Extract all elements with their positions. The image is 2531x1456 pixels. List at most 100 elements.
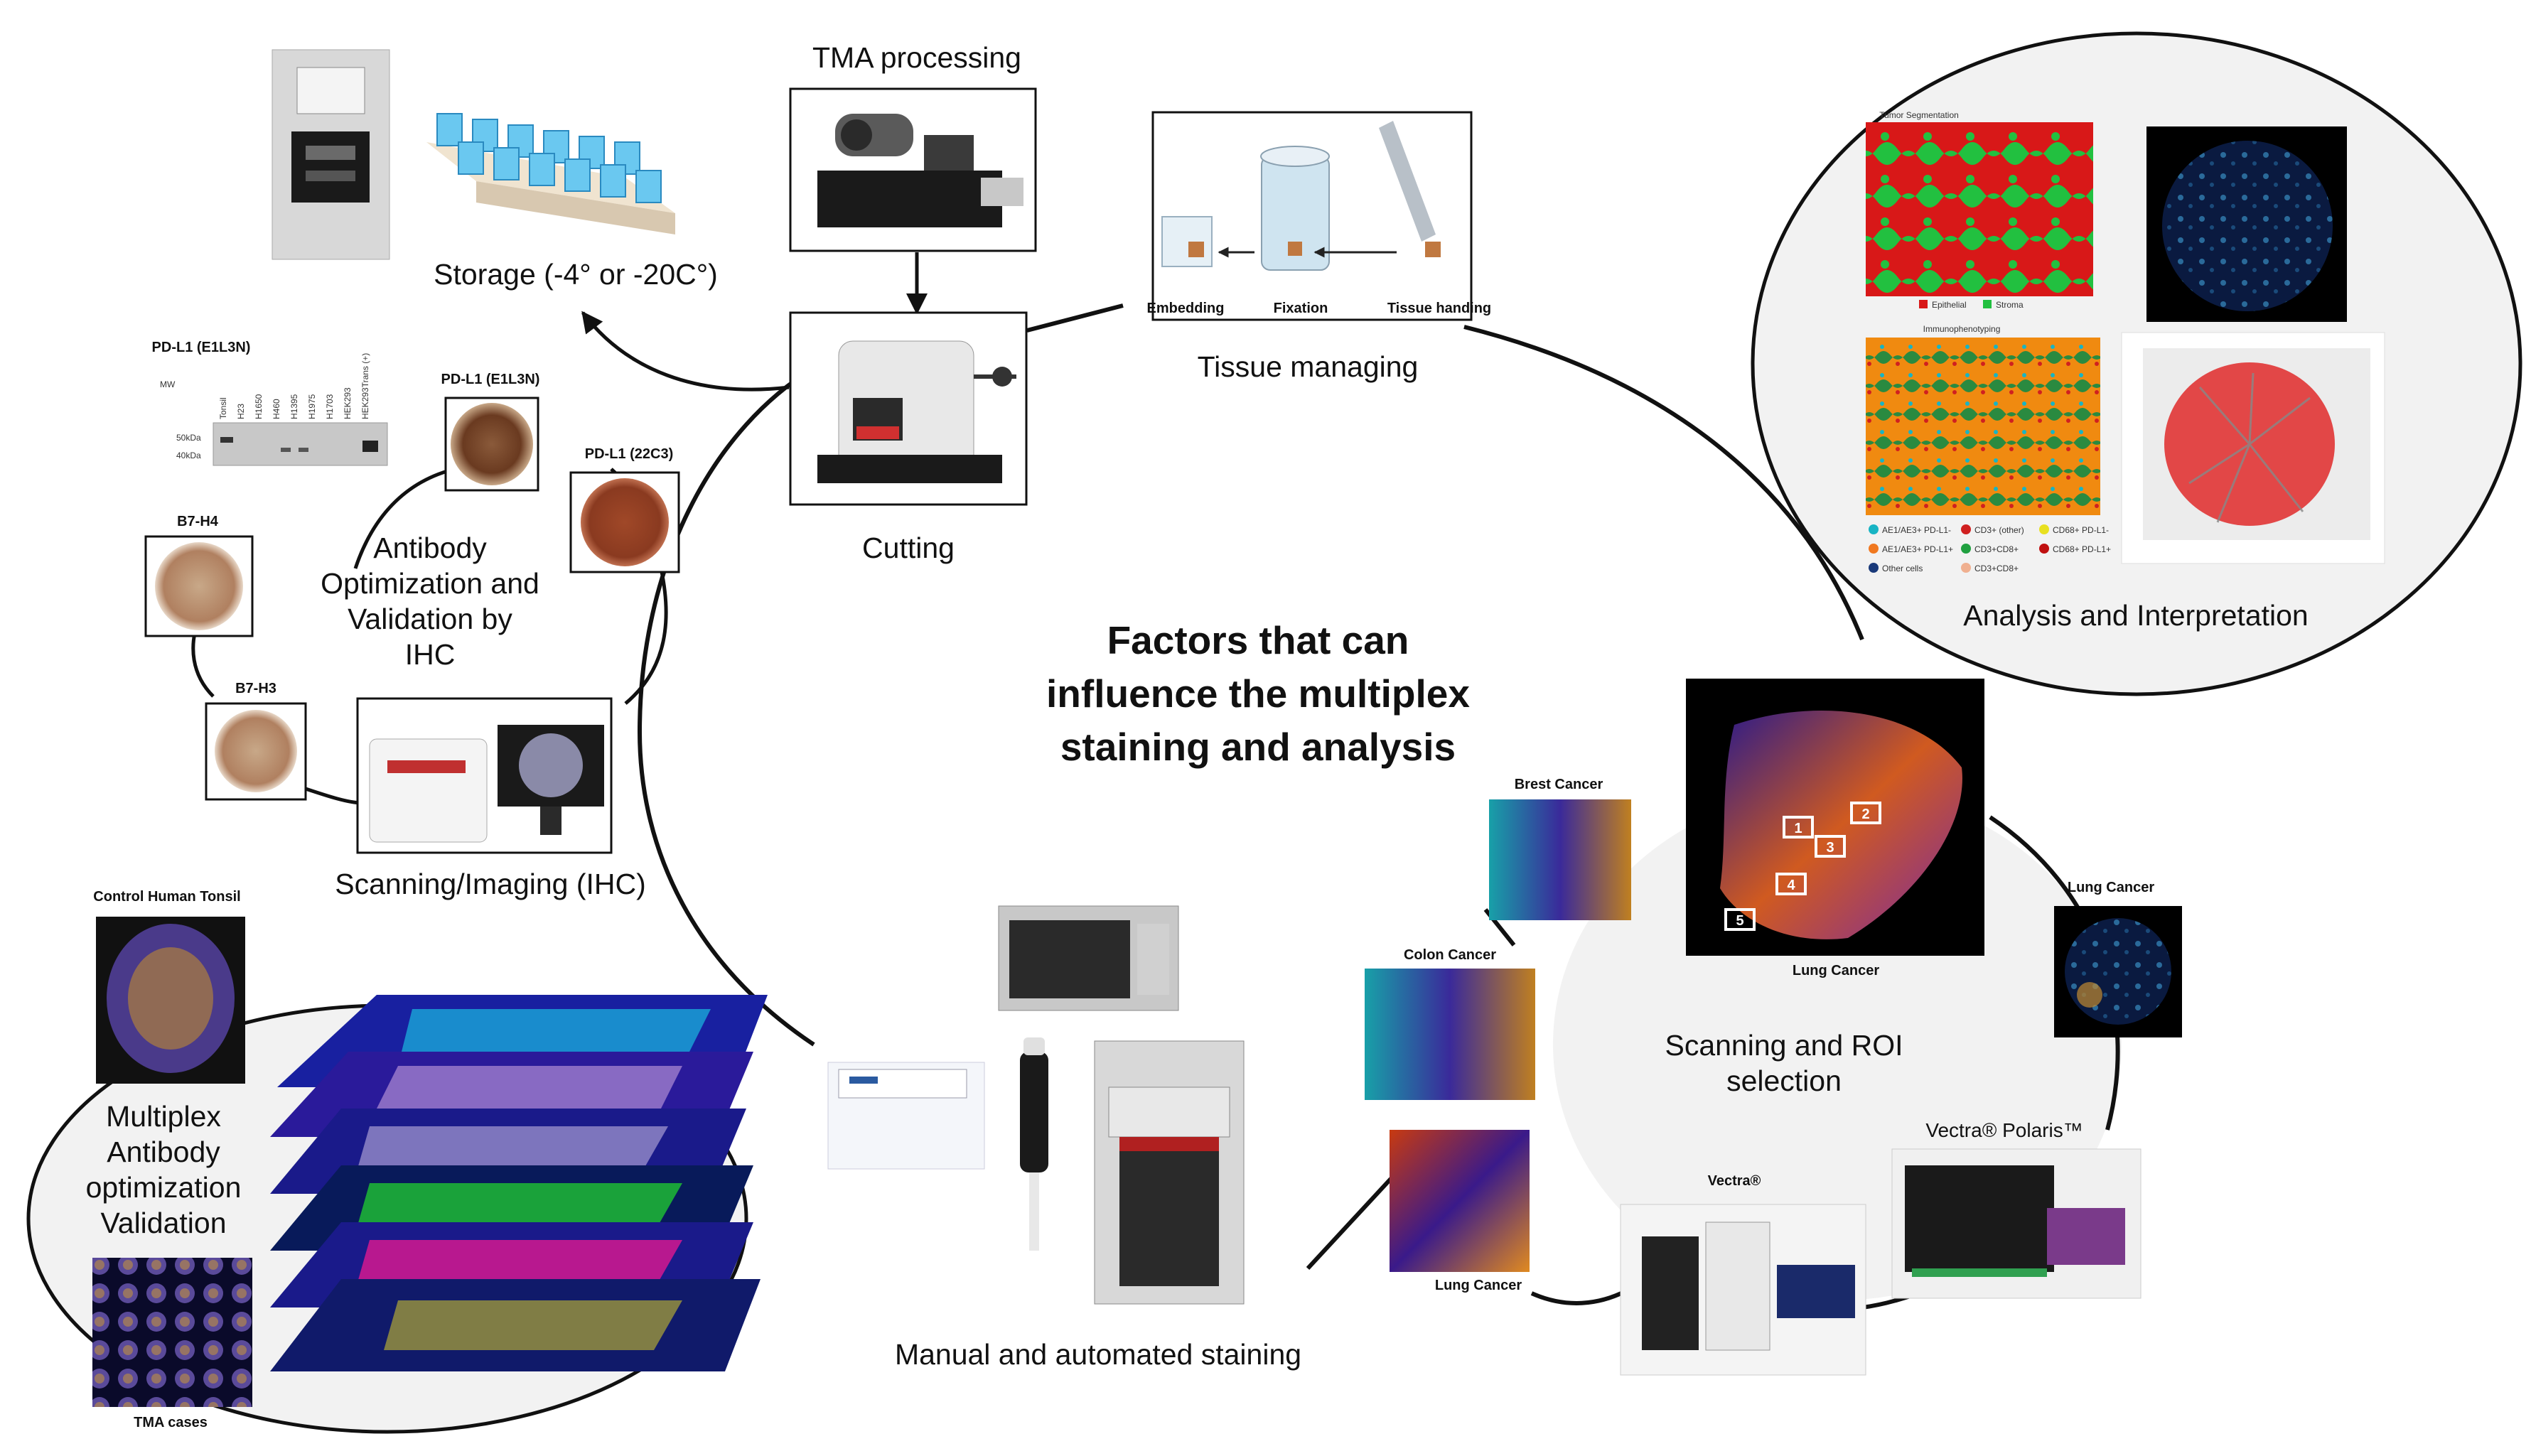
scanning-ihc-label: Scanning/Imaging (IHC) xyxy=(335,868,646,900)
scanning-roi-label: Scanning and ROI selection xyxy=(1665,1029,1903,1097)
western-title: PD-L1 (E1L3N) xyxy=(152,340,251,355)
svg-text:5: 5 xyxy=(1736,913,1743,929)
vectra-image xyxy=(1620,1204,1866,1376)
lung-cancer-right-label: Lung Cancer xyxy=(2068,880,2154,895)
svg-text:Optimization and: Optimization and xyxy=(321,567,539,600)
ihc-ring-bottom xyxy=(305,787,363,805)
storage-label: Storage (-4° or -20C°) xyxy=(434,258,718,291)
vectra-polaris-image xyxy=(1891,1148,2142,1299)
western-lane-label: HEK293 xyxy=(343,387,353,419)
western-lane-label: H1703 xyxy=(325,394,335,419)
seg-legend-stroma: Stroma xyxy=(1996,300,2024,310)
lung-cancer-small-label: Lung Cancer xyxy=(1435,1278,1522,1293)
tissue-managing-image xyxy=(1151,111,1473,321)
b7h4-core xyxy=(155,542,243,630)
svg-text:Other cells: Other cells xyxy=(1882,563,1923,573)
roi-boxes xyxy=(1724,802,1881,931)
b7h3-core xyxy=(215,710,297,792)
microtome-image xyxy=(789,311,1028,506)
tissue-managing-label: Tissue managing xyxy=(1198,350,1419,383)
lung-cancer-right-core xyxy=(2065,918,2171,1025)
svg-text:1: 1 xyxy=(1794,821,1802,836)
svg-text:AE1/AE3+ PD-L1+: AE1/AE3+ PD-L1+ xyxy=(1882,544,1953,554)
ihc-ring-top-left xyxy=(353,467,456,569)
svg-text:2: 2 xyxy=(1861,807,1869,822)
western-lane-label: H23 xyxy=(236,404,246,419)
vectra-polaris-label: Vectra® Polaris™ xyxy=(1925,1119,2083,1141)
brest-cancer-image xyxy=(1489,799,1631,920)
svg-text:AE1/AE3+ PD-L1-: AE1/AE3+ PD-L1- xyxy=(1882,525,1951,535)
lung-cancer-small-image xyxy=(1390,1130,1530,1272)
tumor-segmentation-label: Tumor Segmentation xyxy=(1879,110,1959,120)
lung-cancer-main-tissue xyxy=(1720,711,1962,939)
western-mw: MW xyxy=(160,379,176,389)
immunophenotyping-map xyxy=(1866,338,2100,515)
svg-text:IHC: IHC xyxy=(405,638,456,671)
control-tonsil-label: Control Human Tonsil xyxy=(93,889,240,905)
b7h3-label: B7-H3 xyxy=(235,681,276,696)
cycle-arc-left xyxy=(637,362,822,1047)
svg-text:Antibody: Antibody xyxy=(373,532,487,564)
scanner-ihc-image xyxy=(356,697,613,854)
svg-text:optimization: optimization xyxy=(86,1171,242,1204)
tissue-handing-label: Tissue handing xyxy=(1387,301,1491,316)
roi-arc-bottom-left xyxy=(1530,1284,1636,1305)
ihc-ring-right xyxy=(624,568,668,705)
cycle-arc-top xyxy=(1026,303,1124,333)
svg-text:Multiplex: Multiplex xyxy=(106,1100,221,1133)
analysis-label: Analysis and Interpretation xyxy=(1963,599,2308,632)
center-title-line-1: Factors that can xyxy=(1107,618,1409,662)
western-lane-label: H1395 xyxy=(289,394,299,419)
center-title-line-2: influence the multiplex xyxy=(1046,672,1470,716)
svg-text:selection: selection xyxy=(1726,1064,1842,1097)
staining-kit-image xyxy=(827,1062,985,1170)
embedding-label: Embedding xyxy=(1147,301,1225,316)
cycle-arc-bottom xyxy=(1306,1170,1399,1271)
vectra-label: Vectra® xyxy=(1708,1173,1761,1189)
svg-text:Validation by: Validation by xyxy=(348,603,512,635)
western-lane-label: H1650 xyxy=(254,394,264,419)
immuno-legend: AE1/AE3+ PD-L1- CD3+ (other) CD68+ PD-L1… xyxy=(1869,524,2111,573)
svg-text:CD3+CD8+: CD3+CD8+ xyxy=(1974,544,2019,554)
western-blot xyxy=(213,422,388,466)
cycle-arc-right xyxy=(1463,325,1864,641)
pdl1-e1l3n-core xyxy=(451,403,533,485)
pipette-image xyxy=(1020,1037,1048,1251)
fixation-label: Fixation xyxy=(1274,301,1328,316)
multiplex-validation-label: Multiplex Antibody optimization Validati… xyxy=(86,1100,242,1239)
b7h4-label: B7-H4 xyxy=(177,514,219,529)
spatial-points xyxy=(2164,362,2335,526)
western-lane-label: Tonsil xyxy=(218,397,228,419)
fluor-core-tissue xyxy=(2162,141,2333,311)
tma-machine-image xyxy=(789,87,1037,252)
svg-text:Antibody: Antibody xyxy=(107,1136,220,1168)
svg-text:3: 3 xyxy=(1826,840,1834,856)
western-lane-label: H1975 xyxy=(307,394,317,419)
tma-cases-image xyxy=(92,1258,252,1407)
pdl1-e1l3n-label: PD-L1 (E1L3N) xyxy=(441,372,540,387)
pdl1-22c3-core xyxy=(581,478,669,566)
center-title-line-3: staining and analysis xyxy=(1060,725,1456,769)
autostainer-image xyxy=(1094,1040,1245,1305)
western-lane-label: H460 xyxy=(272,399,281,419)
svg-text:Scanning and ROI: Scanning and ROI xyxy=(1665,1029,1903,1062)
lung-cancer-main-label: Lung Cancer xyxy=(1793,963,1879,978)
colon-cancer-image xyxy=(1365,969,1535,1100)
microwave-image xyxy=(998,905,1179,1011)
cutting-label: Cutting xyxy=(862,532,955,564)
western-40kda: 40kDa xyxy=(176,451,201,460)
svg-text:CD68+ PD-L1-: CD68+ PD-L1- xyxy=(2053,525,2109,535)
seg-legend-stroma-swatch xyxy=(1983,300,1992,308)
arrow-to-storage xyxy=(581,311,790,392)
pdl1-22c3-label: PD-L1 (22C3) xyxy=(585,446,673,462)
svg-text:CD68+ PD-L1+: CD68+ PD-L1+ xyxy=(2053,544,2111,554)
multiplex-layer-stack xyxy=(270,995,768,1371)
brest-cancer-label: Brest Cancer xyxy=(1515,777,1603,792)
western-50kda: 50kDa xyxy=(176,433,201,443)
svg-text:CD3+ (other): CD3+ (other) xyxy=(1974,525,2024,535)
roi-numbers: 1 2 3 4 5 xyxy=(1736,807,1869,929)
svg-text:4: 4 xyxy=(1787,878,1795,893)
